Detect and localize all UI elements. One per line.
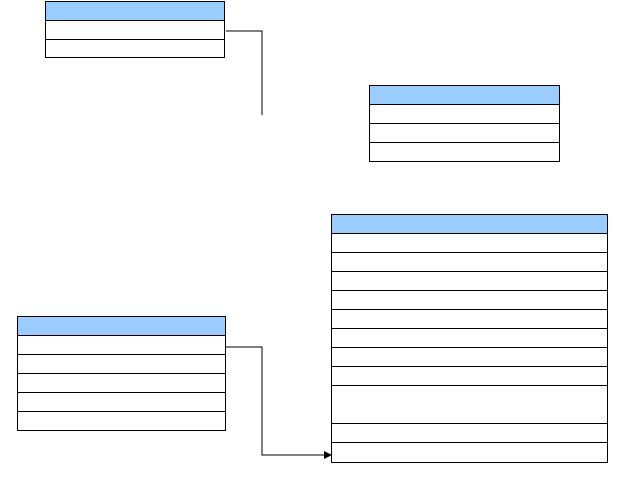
entity-row	[332, 424, 607, 443]
entity-row	[332, 348, 607, 367]
entity-header	[370, 86, 559, 105]
entity-row	[18, 374, 225, 393]
connector-line-c-to-d	[226, 346, 332, 459]
connector-line-a	[226, 30, 263, 115]
entity-row	[18, 393, 225, 412]
entity-box-b[interactable]	[369, 85, 560, 162]
entity-box-a[interactable]	[45, 1, 225, 58]
entity-row	[370, 105, 559, 124]
entity-row	[332, 291, 607, 310]
entity-header	[332, 215, 607, 234]
entity-row	[332, 310, 607, 329]
entity-row	[46, 21, 224, 40]
entity-header	[46, 2, 224, 21]
entity-box-d[interactable]	[331, 214, 608, 463]
entity-header	[18, 317, 225, 336]
entity-row	[332, 272, 607, 291]
entity-row	[18, 336, 225, 355]
entity-row	[332, 253, 607, 272]
entity-row	[370, 124, 559, 143]
entity-row	[332, 234, 607, 253]
entity-row	[332, 329, 607, 348]
entity-row	[18, 355, 225, 374]
entity-row	[332, 386, 607, 424]
entity-box-c[interactable]	[17, 316, 226, 431]
entity-row	[332, 367, 607, 386]
